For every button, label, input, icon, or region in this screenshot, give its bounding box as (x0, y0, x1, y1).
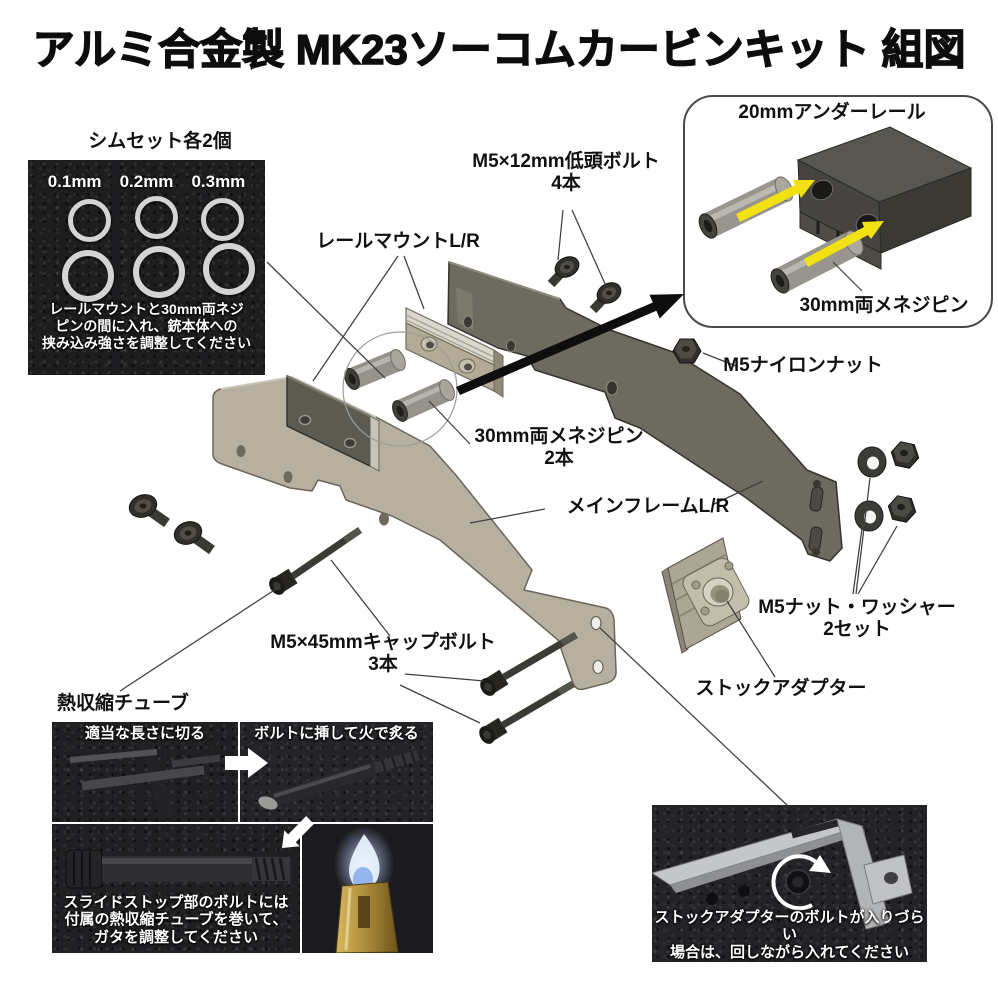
heat-shrink-label: 熱収縮チューブ (57, 693, 189, 714)
stock-adapter-note: ストックアダプターのボルトが入りづらい 場合は、回しながら入れてください (654, 909, 925, 961)
label-nylon-nut: M5ナイロンナット (723, 355, 883, 376)
label-stock-adapter: ストックアダプター (695, 678, 867, 699)
label-nut-washer: M5ナット・ワッシャー 2セット (758, 597, 956, 641)
heat-shrink-note: スライドストップ部のボルトには 付属の熱収縮チューブを巻いて、 ガタを調整してく… (63, 894, 289, 946)
shim-ring (68, 199, 111, 242)
nylon-nut (672, 338, 702, 364)
shim-ring (203, 243, 255, 295)
shim-size-labels: 0.1mm 0.2mm 0.3mm (28, 172, 265, 192)
pin-highlight-circle (342, 331, 458, 447)
heat-shrink-tubes-graphic (69, 738, 221, 820)
rail-mount-rear (286, 374, 380, 472)
under-rail-inset: 20mmアンダーレール 30mm両メネジピン (683, 95, 993, 328)
shim-note: レールマウントと30mm両ネジ ピンの間に入れ、銃本体への 挟み込み強さを調整し… (41, 301, 252, 351)
rail-mount-front (405, 307, 504, 398)
label-rail-mount: レールマウントL/R (316, 231, 480, 252)
shim-inset-title: シムセット各2個 (88, 131, 232, 152)
stock-adapter (661, 537, 750, 654)
shim-ring (135, 196, 178, 239)
under-rail-pin-label: 30mm両メネジピン (799, 295, 969, 316)
shim-ring (62, 250, 114, 302)
heat-shrink-step2-label: ボルトに挿して火で炙る (254, 725, 419, 742)
label-bolt-m5x12: M5×12mm低頭ボルト 4本 (472, 151, 660, 195)
insertion-arrow (456, 294, 684, 395)
label-pin-30mm: 30mm両メネジピン 2本 (474, 426, 644, 470)
page-title: アルミ合金製 MK23ソーコムカービンキット 組図 (32, 25, 966, 73)
lighter-photo (302, 824, 433, 953)
bolt-heating-graphic (258, 749, 420, 810)
shim-ring (201, 198, 244, 241)
pin-30mm-pair (344, 349, 455, 422)
lighter-flame-graphic (334, 826, 399, 953)
heat-shrink-step1-photo: 適当な長さに切る (52, 722, 238, 822)
label-main-frame: メインフレームL/R (566, 496, 730, 517)
heat-shrink-step2-photo: ボルトに挿して火で炙る (240, 722, 433, 822)
shim-size-02: 0.2mm (119, 172, 174, 191)
shim-size-03: 0.3mm (191, 172, 246, 191)
shim-photo: 0.1mm 0.2mm 0.3mm レールマウントと30mm両ネジ ピンの間に入… (28, 160, 265, 375)
label-bolt-m5x45: M5×45mmキャップボルト 3本 (270, 632, 496, 676)
stock-adapter-graphic (652, 813, 913, 930)
heat-shrink-result-photo: スライドストップ部のボルトには 付属の熱収縮チューブを巻いて、 ガタを調整してく… (52, 824, 300, 953)
finished-bolt-graphic (65, 849, 290, 889)
heat-shrink-step1-label: 適当な長さに切る (84, 725, 205, 742)
shim-ring (133, 246, 185, 298)
washer-nut-sets (854, 441, 920, 532)
under-rail-title: 20mmアンダーレール (738, 102, 926, 123)
shim-size-01: 0.1mm (47, 172, 102, 191)
stock-adapter-photo: ストックアダプターのボルトが入りづらい 場合は、回しながら入れてください (652, 805, 927, 962)
